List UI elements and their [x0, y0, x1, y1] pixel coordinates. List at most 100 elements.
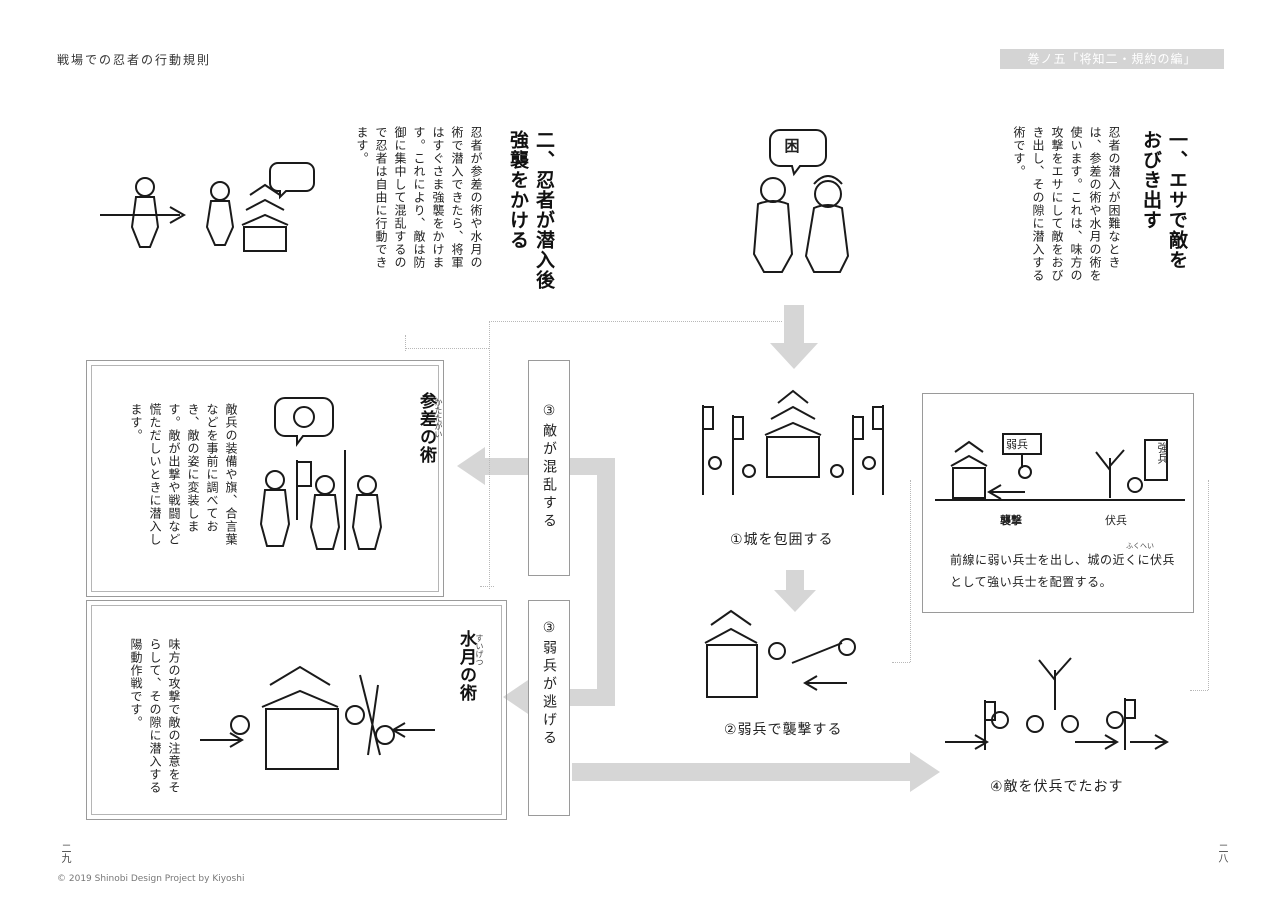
arrow-icon: [1130, 734, 1169, 750]
ambush-ruby: ふくへい: [1126, 542, 1154, 550]
warrior-body: [130, 196, 160, 248]
suigetsu-title: 水月の術: [456, 630, 476, 702]
flee-label-box: [528, 600, 570, 816]
section2-body: 忍者が参差の術や水月の術で潜入できたら、将軍はすぐさま強襲をかけます。これにより…: [355, 126, 483, 269]
dotted-line: [489, 321, 782, 322]
page-number-left: 二九: [59, 843, 70, 863]
flee-label: ③弱兵が逃げる: [541, 620, 557, 748]
suigetsu-box: [86, 600, 507, 820]
tree: [1038, 657, 1072, 710]
sign-strong: 強兵: [1156, 442, 1169, 464]
samurai-head: [814, 180, 842, 208]
soldier-body: [309, 494, 341, 550]
samurai-helmet: [813, 175, 843, 185]
dotted-line: [405, 348, 489, 349]
soldier-head: [1061, 715, 1079, 733]
illustration-weak-attack: [704, 609, 856, 698]
soldier-head: [265, 470, 285, 490]
page-number-right: 二八: [1216, 843, 1227, 863]
sign-board: [1144, 439, 1168, 481]
soldier-head: [742, 464, 756, 478]
dotted-line: [1208, 480, 1209, 690]
arrow-icon: [1075, 734, 1119, 750]
soldier-head: [1018, 465, 1032, 479]
ninja-head: [210, 181, 230, 201]
tree: [1095, 449, 1125, 498]
ninja-body: [752, 200, 794, 273]
soldier-head: [830, 464, 844, 478]
sign-weak: 弱兵: [1006, 438, 1028, 451]
castle-wall: [265, 708, 339, 770]
speech-bubble: [769, 129, 827, 177]
castle-base: [243, 226, 287, 252]
soldier-head: [838, 638, 856, 656]
castle-base: [952, 467, 986, 499]
warrior-head: [135, 177, 155, 197]
suigetsu-box-inner: [91, 605, 502, 815]
dotted-line: [405, 335, 406, 351]
soldier-head: [357, 475, 377, 495]
dotted-line: [1190, 690, 1208, 691]
down-arrow-1: [770, 305, 818, 369]
castle-roof: [704, 609, 758, 644]
soldier-body: [259, 489, 291, 547]
castle-base: [766, 436, 820, 478]
flag: [1124, 698, 1136, 750]
illustration-ambush-plan: [935, 433, 1185, 501]
section1-body: 忍者の潜入が困難なときは、参差の術や水月の術を使います。これは、味方の攻撃をエサ…: [1012, 126, 1121, 282]
soldier-body: [351, 494, 383, 550]
illustration-siege: [702, 389, 884, 495]
castle-base: [706, 644, 758, 698]
step1-caption: ①城を包囲する: [730, 532, 834, 548]
dotted-line: [892, 662, 910, 663]
ambush-box: [922, 393, 1194, 613]
illustration-ninja-charging-castle: [100, 162, 315, 252]
section1-title: 一、エサで敵を おびき出す: [1140, 130, 1188, 270]
flag: [732, 415, 744, 495]
shinsa-ruby: かたたがい: [434, 398, 443, 438]
arrow-icon: [987, 484, 1025, 500]
flag: [852, 415, 864, 495]
arrow-icon: [391, 722, 435, 738]
arrow-left-mid: [503, 678, 531, 716]
illustration-ambush-defeat: [945, 657, 1169, 750]
label-attack: 襲撃: [1000, 514, 1022, 527]
chapter-tab: 巻ノ五「将知二・規約の編」: [1000, 49, 1224, 69]
speech-bubble: [274, 397, 334, 447]
flag: [984, 700, 996, 750]
soldier-head: [1127, 477, 1143, 493]
shinsa-title: 参差の術: [416, 392, 436, 464]
soldier-head: [862, 456, 876, 470]
soldier-head: [768, 642, 786, 660]
soldier-head: [230, 715, 250, 735]
arrow-icon: [200, 732, 244, 748]
flag: [296, 460, 312, 520]
step4-caption: ④敵を伏兵でたおす: [990, 779, 1124, 795]
soldier-head: [315, 475, 335, 495]
illustration-disguised-ninjas: [259, 397, 383, 550]
speech-bubble-glyph: 困: [784, 137, 800, 155]
soldier-head: [708, 456, 722, 470]
speech-bubble: [269, 162, 315, 200]
arrow-icon: [945, 734, 989, 750]
soldier-head: [345, 705, 365, 725]
castle-roof: [241, 183, 289, 226]
branch-bottom: [572, 763, 910, 781]
confused-label: ③敵が混乱する: [541, 403, 557, 531]
header-title: 戦場での忍者の行動規則: [57, 53, 212, 67]
spear: [359, 674, 381, 756]
castle-roof: [950, 440, 988, 467]
soldier-head: [1026, 715, 1044, 733]
shinsa-body: 敵兵の装備や旗、合言葉などを事前に調べておき、敵の姿に変装します。敵が出撃や戦闘…: [129, 403, 238, 546]
ninja-face: [293, 406, 315, 428]
suigetsu-body: 味方の攻撃で敵の注意をそらして、その隙に潜入する陽動作戦です。: [129, 638, 181, 794]
ninja-body: [205, 200, 235, 246]
trunk: [597, 458, 615, 706]
ambush-text: 前線に弱い兵士を出し、城の近くに伏兵として強い兵士を配置する。: [950, 553, 1176, 589]
dotted-line: [910, 480, 911, 662]
down-arrow-2: [774, 570, 816, 612]
confused-label-box: [528, 360, 570, 576]
dotted-line: [480, 586, 494, 587]
label-ambush: 伏兵: [1105, 514, 1127, 527]
spear: [791, 642, 843, 664]
